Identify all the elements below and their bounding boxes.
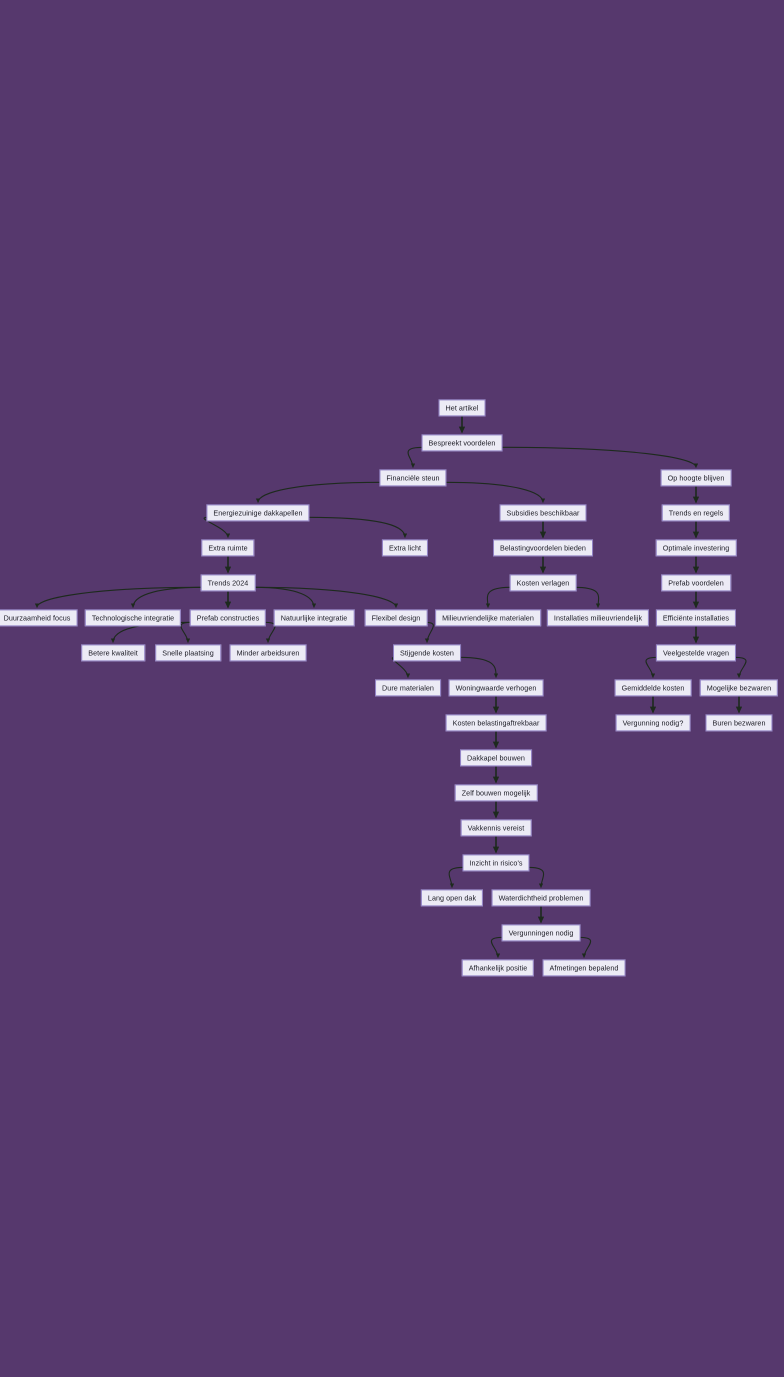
node-n37[interactable]: Inzicht in risico's [462, 854, 530, 872]
node-n15[interactable]: Technologische integratie [84, 609, 182, 627]
node-n30[interactable]: Mogelijke bezwaren [699, 679, 779, 697]
node-n6[interactable]: Trends en regels [661, 504, 731, 522]
node-n1[interactable]: Bespreekt voordelen [421, 434, 503, 452]
node-n13[interactable]: Prefab voordelen [661, 574, 731, 592]
node-n18[interactable]: Flexibel design [364, 609, 428, 627]
edge-n2-to-n4 [255, 481, 382, 504]
node-n12[interactable]: Kosten verlagen [509, 574, 577, 592]
node-n23[interactable]: Snelle plaatsing [155, 644, 221, 662]
node-n16[interactable]: Prefab constructies [189, 609, 267, 627]
edge-n11-to-n18 [253, 586, 399, 609]
node-n39[interactable]: Waterdichtheid problemen [491, 889, 591, 907]
edge-n11-to-n17 [253, 586, 317, 609]
node-n42[interactable]: Afmetingen bepalend [542, 959, 626, 977]
edge-n11-to-n15 [130, 586, 203, 609]
edge-n37-to-n39 [527, 866, 545, 889]
node-n28[interactable]: Woningwaarde verhogen [448, 679, 544, 697]
edge-n2-to-n5 [444, 481, 546, 504]
node-n41[interactable]: Afhankelijk positie [461, 959, 535, 977]
node-n38[interactable]: Lang open dak [420, 889, 484, 907]
edge-n4-to-n8 [307, 516, 408, 539]
node-n32[interactable]: Vergunning nodig? [615, 714, 691, 732]
node-n19[interactable]: Milieuvriendelijke materialen [435, 609, 541, 627]
node-n35[interactable]: Zelf bouwen mogelijk [454, 784, 538, 802]
node-n40[interactable]: Vergunningen nodig [501, 924, 581, 942]
node-n10[interactable]: Optimale investering [655, 539, 737, 557]
node-n11[interactable]: Trends 2024 [200, 574, 256, 592]
node-n21[interactable]: Efficiënte installaties [655, 609, 737, 627]
node-n8[interactable]: Extra licht [381, 539, 429, 557]
node-n22[interactable]: Betere kwaliteit [81, 644, 145, 662]
node-n29[interactable]: Gemiddelde kosten [614, 679, 692, 697]
node-n17[interactable]: Natuurlijke integratie [273, 609, 355, 627]
node-n27[interactable]: Dure materialen [375, 679, 441, 697]
node-n2[interactable]: Financiële steun [379, 469, 447, 487]
node-n14[interactable]: Duurzaamheid focus [0, 609, 78, 627]
node-n34[interactable]: Dakkapel bouwen [460, 749, 532, 767]
edge-n1-to-n3 [500, 446, 699, 469]
node-n26[interactable]: Veelgestelde vragen [655, 644, 737, 662]
node-n25[interactable]: Stijgende kosten [393, 644, 461, 662]
node-n9[interactable]: Belastingvoordelen bieden [493, 539, 593, 557]
node-n31[interactable]: Kosten belastingaftrekbaar [445, 714, 547, 732]
edge-n12-to-n19 [485, 586, 512, 609]
node-n20[interactable]: Installaties milieuvriendelijk [546, 609, 650, 627]
edge-n11-to-n14 [34, 586, 203, 609]
edge-n12-to-n20 [574, 586, 601, 609]
node-n4[interactable]: Energiezuinige dakkapellen [206, 504, 310, 522]
node-n5[interactable]: Subsidies beschikbaar [499, 504, 587, 522]
node-n24[interactable]: Minder arbeidsuren [229, 644, 307, 662]
node-n36[interactable]: Vakkennis vereist [460, 819, 532, 837]
edge-n25-to-n28 [458, 656, 499, 679]
node-n33[interactable]: Buren bezwaren [705, 714, 773, 732]
node-n7[interactable]: Extra ruimte [201, 539, 255, 557]
node-n3[interactable]: Op hoogte blijven [660, 469, 732, 487]
node-n0[interactable]: Het artikel [438, 399, 486, 417]
